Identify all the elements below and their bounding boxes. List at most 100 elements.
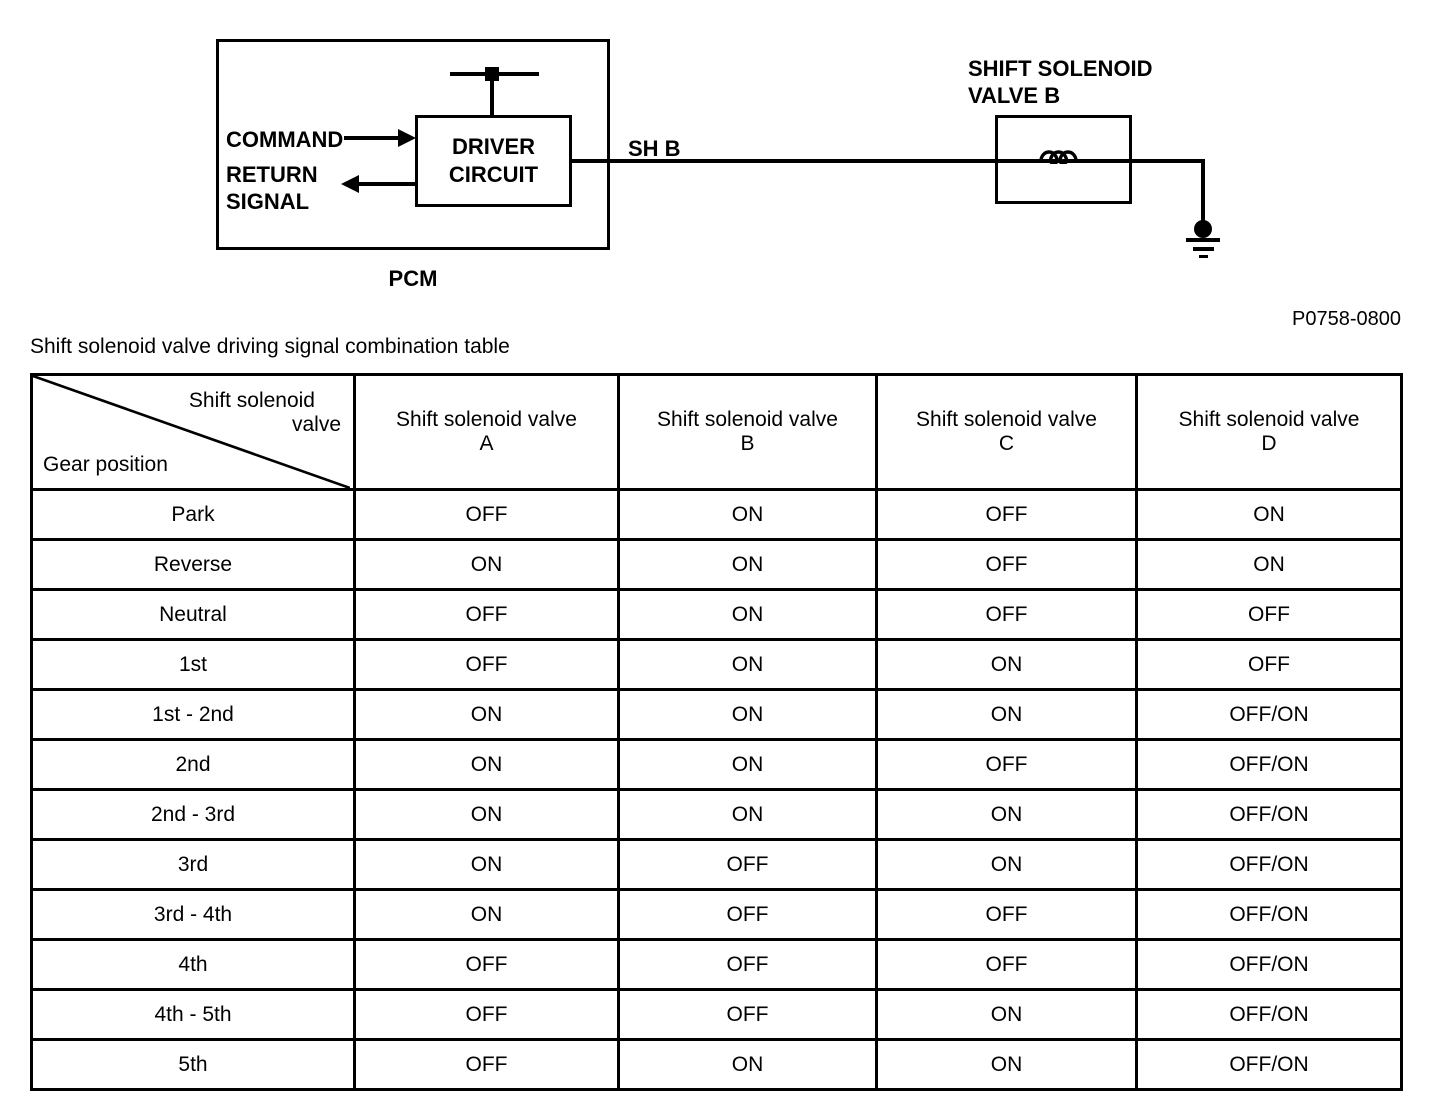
return-arrow-line [358,182,415,186]
valve-state-cell: OFF [875,588,1138,641]
driver-circuit-label-line1: DRIVER [451,134,536,159]
command-arrowhead-icon [398,129,416,147]
valve-state-cell: OFF [875,888,1138,941]
corner-label-gear: Gear position [43,453,168,476]
table-caption: Shift solenoid valve driving signal comb… [30,335,510,358]
combination-table: Shift solenoid valve Gear position Shift… [30,373,1403,1091]
valve-state-cell: ON [353,538,620,591]
valve-state-cell: ON [875,1038,1138,1091]
gear-position-cell: 5th [30,1038,356,1091]
valve-state-cell: OFF/ON [1135,888,1403,941]
driver-circuit-label-line2: CIRCUIT [448,162,539,187]
gear-position-cell: 3rd [30,838,356,891]
pcm-box [216,39,610,250]
valve-state-cell: ON [617,688,878,741]
figure-number: P0758-0800 [1292,308,1401,330]
column-header-valve-d: Shift solenoid valve D [1135,373,1403,491]
shb-wire-label: SH B [628,136,681,161]
valve-state-cell: ON [617,638,878,691]
gear-position-cell: Reverse [30,538,356,591]
driver-circuit-box: DRIVER CIRCUIT [415,115,572,207]
valve-state-cell: OFF [617,988,878,1041]
valve-state-cell: ON [875,638,1138,691]
gear-position-cell: 1st [30,638,356,691]
valve-state-cell: ON [617,488,878,541]
table-header-row: Shift solenoid valve Gear position Shift… [30,373,1403,491]
valve-state-cell: OFF [875,538,1138,591]
corner-label-valve-line1: Shift solenoid [188,389,315,412]
valve-state-cell: OFF [353,638,620,691]
corner-label-valve-line2: valve [291,413,341,436]
column-header-text: Shift solenoid valve [1178,408,1360,431]
valve-state-cell: ON [1135,488,1403,541]
supply-drop-wire [490,74,494,118]
valve-state-cell: OFF [875,488,1138,541]
valve-state-cell: OFF/ON [1135,738,1403,791]
valve-state-cell: OFF [617,888,878,941]
column-header-letter: B [740,432,755,455]
gear-position-cell: 2nd [30,738,356,791]
column-header-text: Shift solenoid valve [396,408,577,431]
valve-state-cell: OFF [353,1038,620,1091]
ground-bar-1 [1186,238,1220,242]
ground-bar-3 [1199,255,1208,258]
valve-state-cell: OFF [353,588,620,641]
coil-icon [1039,150,1078,164]
valve-state-cell: ON [617,738,878,791]
solenoid-valve-label-line1: SHIFT SOLENOID [968,56,1153,81]
solenoid-valve-label-line2: VALVE B [968,83,1061,108]
ground-node-dot [1194,220,1212,238]
return-signal-label-line2: SIGNAL [226,189,310,214]
valve-state-cell: ON [875,988,1138,1041]
pcm-label: PCM [388,266,438,291]
valve-state-cell: OFF/ON [1135,938,1403,991]
valve-state-cell: ON [617,588,878,641]
valve-state-cell: ON [353,888,620,941]
return-signal-label-line1: RETURN [226,162,318,187]
valve-state-cell: ON [1135,538,1403,591]
command-arrow-line [344,136,400,140]
valve-state-cell: OFF [617,938,878,991]
column-header-letter: D [1261,432,1277,455]
return-arrowhead-icon [341,175,359,193]
column-header-letter: C [998,432,1015,455]
valve-state-cell: ON [875,838,1138,891]
valve-state-cell: OFF [1135,638,1403,691]
column-header-text: Shift solenoid valve [916,408,1097,431]
valve-state-cell: OFF [353,988,620,1041]
gear-position-cell: Park [30,488,356,541]
valve-state-cell: ON [617,1038,878,1091]
valve-state-cell: ON [353,738,620,791]
gear-position-cell: 4th [30,938,356,991]
valve-state-cell: OFF/ON [1135,688,1403,741]
diagonal-divider [33,376,350,488]
valve-state-cell: OFF [875,738,1138,791]
return-signal-label: RETURN SIGNAL [226,161,318,215]
gear-position-cell: 3rd - 4th [30,888,356,941]
valve-state-cell: ON [353,838,620,891]
valve-state-cell: OFF [353,938,620,991]
column-header-text: Shift solenoid valve [657,408,838,431]
valve-state-cell: ON [875,788,1138,841]
column-header-valve-b: Shift solenoid valve B [617,373,878,491]
corner-header-cell: Shift solenoid valve Gear position [30,373,356,491]
valve-state-cell: ON [353,788,620,841]
valve-state-cell: ON [617,788,878,841]
solenoid-valve-label: SHIFT SOLENOID VALVE B [968,55,1153,109]
solenoid-valve-box [995,115,1132,204]
valve-state-cell: OFF [875,938,1138,991]
column-header-letter: A [479,432,494,455]
command-label: COMMAND [226,127,344,152]
column-header-valve-c: Shift solenoid valve C [875,373,1138,491]
